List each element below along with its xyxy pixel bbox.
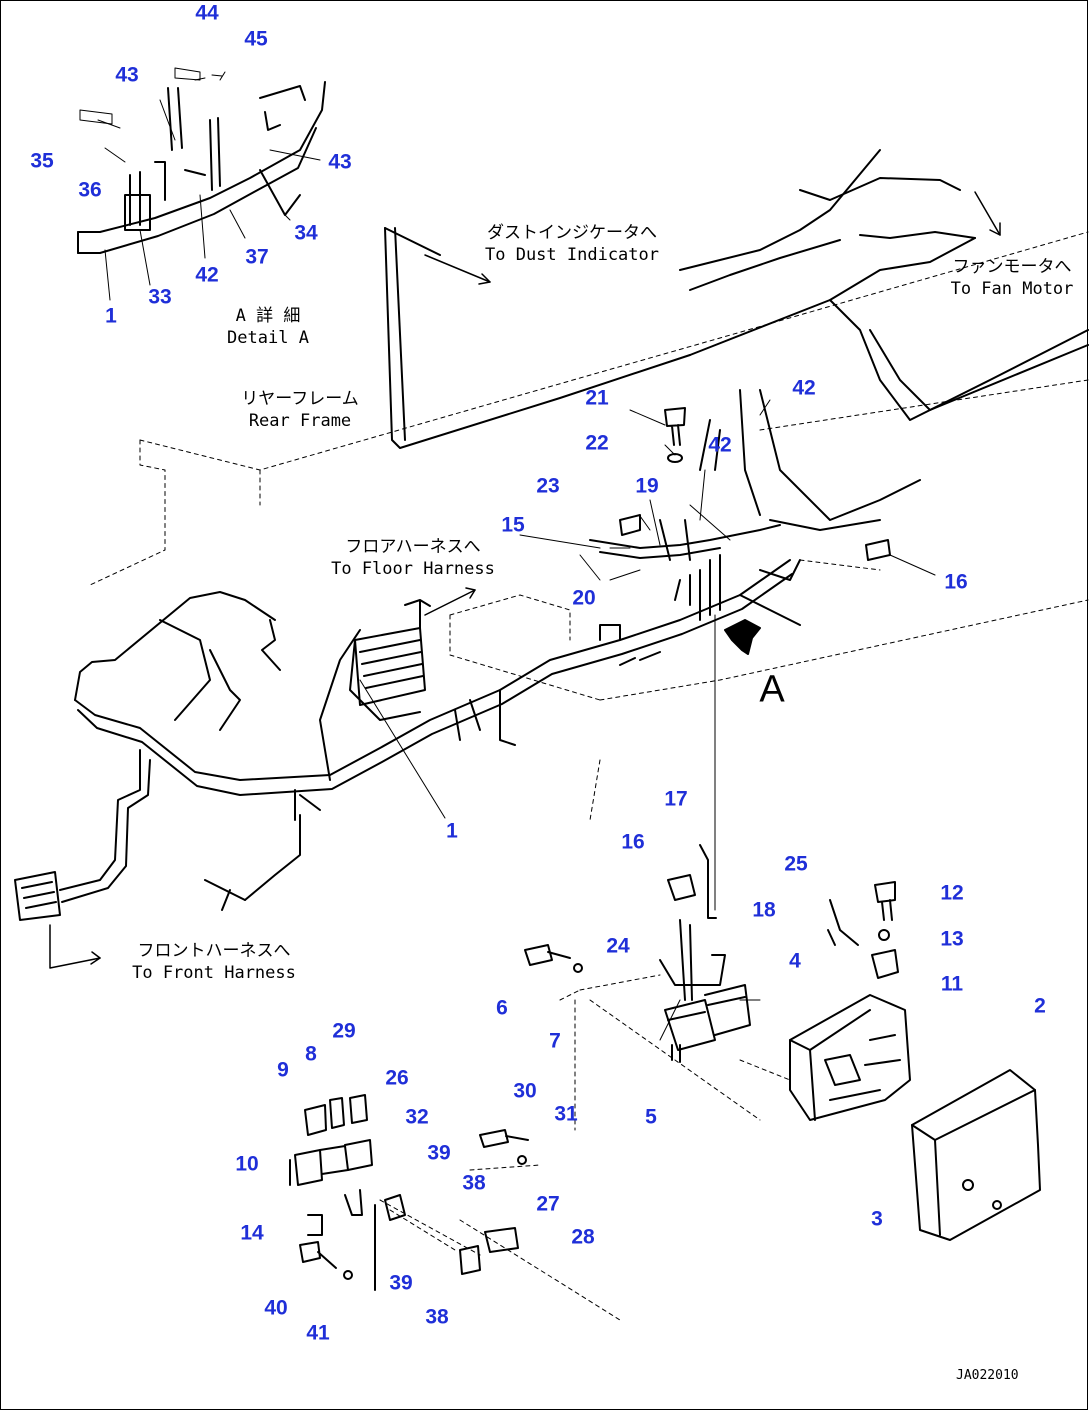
front-connector [14, 871, 61, 921]
callout-1: 1 [105, 304, 117, 328]
callout-30: 30 [513, 1079, 537, 1103]
callout-9: 9 [277, 1058, 289, 1082]
bracket-3 [789, 994, 911, 1121]
callout-36: 36 [78, 178, 102, 202]
callout-20: 20 [572, 586, 596, 610]
callout-42: 42 [195, 263, 219, 287]
callout-2: 2 [1034, 994, 1046, 1018]
rear-frame-outline [89, 231, 1089, 1321]
callout-1: 1 [446, 819, 458, 843]
callout-6: 6 [496, 996, 508, 1020]
callout-16: 16 [621, 830, 645, 854]
callout-42: 42 [792, 376, 816, 400]
leaders-main [359, 399, 936, 1041]
callout-37: 37 [245, 245, 269, 269]
detail-a-leaders [79, 67, 321, 301]
callout-15: 15 [501, 513, 525, 537]
document-id: JA022010 [956, 1368, 1019, 1383]
note-floor-harness: フロアハーネスへ To Floor Harness [331, 537, 495, 579]
callout-26: 26 [385, 1066, 409, 1090]
main-harness-1 [59, 389, 801, 911]
floor-connector-block [349, 599, 431, 721]
upper-harness [679, 149, 1089, 531]
callout-32: 32 [405, 1105, 429, 1129]
note-dust-indicator: ダストインジケータへ To Dust Indicator [485, 223, 659, 265]
callout-39: 39 [389, 1271, 413, 1295]
callout-19: 19 [635, 474, 659, 498]
relay-sockets [289, 1094, 519, 1291]
callout-43: 43 [328, 150, 352, 174]
callout-22: 22 [585, 431, 609, 455]
callout-17: 17 [664, 787, 688, 811]
view-a-label: A [759, 668, 785, 711]
relay-assembly [659, 844, 751, 1063]
callout-42: 42 [708, 433, 732, 457]
note-front-harness: フロントハーネスへ To Front Harness [132, 941, 296, 983]
view-a-arrow [724, 619, 761, 655]
callout-38: 38 [425, 1305, 449, 1329]
callout-28: 28 [571, 1225, 595, 1249]
callout-24: 24 [606, 934, 630, 958]
callout-13: 13 [940, 927, 964, 951]
note-rear-frame: リヤーフレーム Rear Frame [241, 389, 359, 431]
callout-3: 3 [871, 1207, 883, 1231]
callout-39: 39 [427, 1141, 451, 1165]
callout-11: 11 [940, 972, 964, 996]
hardware-parts [299, 407, 899, 1280]
callout-35: 35 [30, 149, 54, 173]
callout-21: 21 [585, 386, 609, 410]
note-fan-motor: ファンモータへ To Fan Motor [950, 257, 1074, 299]
callout-4: 4 [789, 949, 801, 973]
callout-8: 8 [305, 1042, 317, 1066]
callout-10: 10 [235, 1152, 259, 1176]
callout-18: 18 [752, 898, 776, 922]
cover-2 [911, 1069, 1041, 1241]
callout-5: 5 [645, 1105, 657, 1129]
dust-indicator-branch [384, 227, 691, 449]
callout-25: 25 [784, 852, 808, 876]
callout-43: 43 [115, 63, 139, 87]
callout-38: 38 [462, 1171, 486, 1195]
callout-23: 23 [536, 474, 560, 498]
callout-7: 7 [549, 1029, 561, 1053]
callout-41: 41 [306, 1321, 330, 1345]
note-detail-a: A 詳 細 Detail A [227, 306, 309, 348]
leader-arrows [49, 191, 1001, 969]
callout-34: 34 [294, 221, 318, 245]
callout-16: 16 [944, 570, 968, 594]
callout-12: 12 [940, 881, 964, 905]
callout-27: 27 [536, 1192, 560, 1216]
detail-a-harness [77, 81, 326, 254]
callout-14: 14 [240, 1221, 264, 1245]
callout-31: 31 [554, 1102, 578, 1126]
callout-33: 33 [148, 285, 172, 309]
callout-44: 44 [195, 1, 219, 25]
callout-45: 45 [244, 27, 268, 51]
callout-29: 29 [332, 1019, 356, 1043]
callout-40: 40 [264, 1296, 288, 1320]
